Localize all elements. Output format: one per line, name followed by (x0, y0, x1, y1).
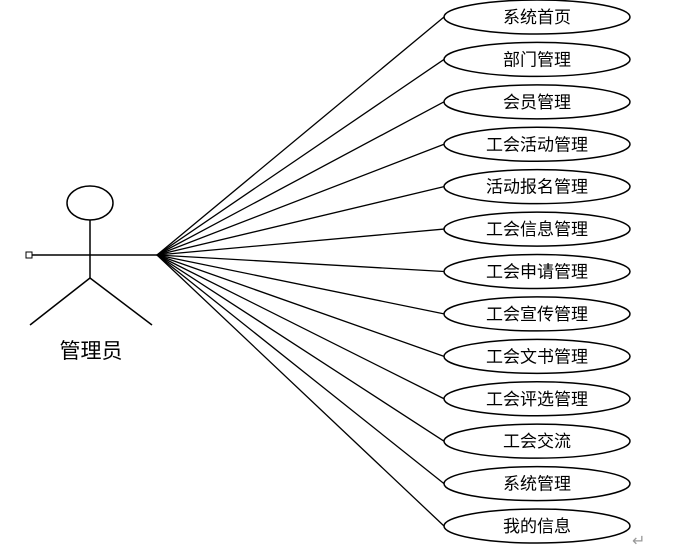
use-case-list: 系统首页部门管理会员管理工会活动管理活动报名管理工会信息管理工会申请管理工会宣传… (443, 0, 631, 544)
use-case-label: 工会宣传管理 (486, 305, 588, 325)
use-case-ellipse (443, 126, 631, 162)
use-case-label: 工会活动管理 (486, 135, 588, 155)
use-case: 会员管理 (443, 84, 631, 120)
actor-right-leg (89, 277, 153, 326)
use-case-ellipse (443, 423, 631, 459)
association-line (156, 254, 445, 315)
association-line (156, 58, 445, 256)
use-case-label: 活动报名管理 (486, 178, 588, 198)
use-case-ellipse (443, 41, 631, 78)
association-line (156, 254, 445, 442)
use-case-label: 工会文书管理 (486, 347, 588, 367)
use-case-label: 系统首页 (503, 8, 571, 28)
use-case-label: 工会信息管理 (486, 220, 588, 240)
use-case-ellipse (443, 0, 631, 35)
use-case: 活动报名管理 (443, 168, 631, 205)
use-case-label: 工会评选管理 (486, 390, 588, 410)
return-mark: ↵ (632, 531, 645, 550)
association-line (156, 254, 445, 485)
use-case-label: 工会交流 (503, 432, 571, 452)
use-case: 系统首页 (443, 0, 631, 35)
use-case: 系统管理 (443, 465, 631, 502)
use-case-ellipse (443, 211, 631, 247)
use-case: 部门管理 (443, 41, 631, 78)
association-line (156, 254, 445, 273)
actor-head (66, 185, 114, 221)
association-line (156, 186, 445, 256)
use-case: 工会交流 (443, 423, 631, 459)
use-case-ellipse (443, 84, 631, 120)
use-case-ellipse (443, 338, 631, 375)
use-case: 我的信息 (443, 508, 631, 544)
actor-label: 管理员 (60, 339, 123, 363)
use-case: 工会申请管理 (443, 253, 631, 290)
use-case-ellipse (443, 508, 631, 544)
association-line (156, 16, 445, 256)
use-case-ellipse (443, 381, 631, 417)
use-case-label: 系统管理 (503, 475, 571, 495)
actor-arm-end-marker (25, 251, 33, 259)
use-case-label: 我的信息 (503, 517, 571, 537)
association-line (156, 254, 445, 527)
use-case-ellipse (443, 253, 631, 290)
association-line (156, 254, 445, 357)
actor-figure: 管理员 (25, 185, 157, 363)
use-case: 工会评选管理 (443, 381, 631, 417)
use-case: 工会宣传管理 (443, 296, 631, 332)
association-line (156, 143, 445, 256)
actor-left-leg (29, 277, 91, 326)
use-case-label: 工会申请管理 (486, 263, 588, 283)
association-line (156, 101, 445, 256)
association-line (156, 228, 445, 256)
use-case-label: 部门管理 (503, 50, 571, 70)
use-case-ellipse (443, 296, 631, 332)
use-case-label: 会员管理 (503, 93, 571, 113)
association-lines (156, 16, 445, 527)
use-case-ellipse (443, 465, 631, 502)
use-case-ellipse (443, 168, 631, 205)
use-case: 工会活动管理 (443, 126, 631, 162)
use-case: 工会文书管理 (443, 338, 631, 375)
association-line (156, 254, 445, 400)
use-case: 工会信息管理 (443, 211, 631, 247)
